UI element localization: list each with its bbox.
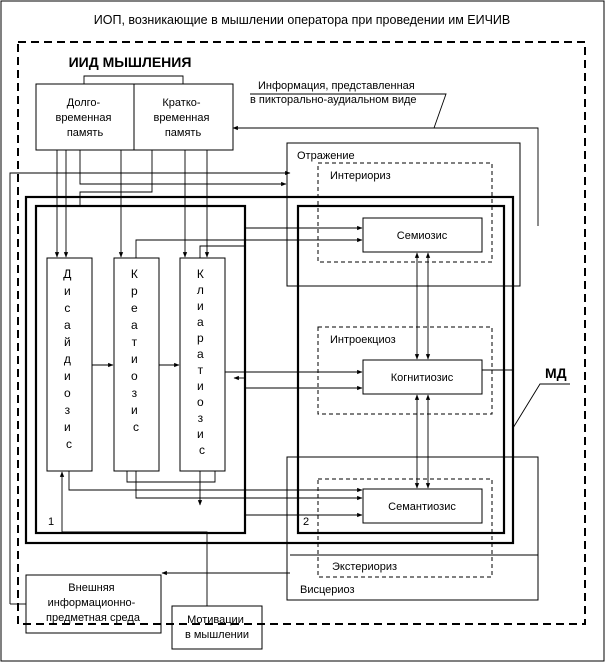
info-underline: [250, 93, 447, 129]
semantiosis-label: Семантиозис: [388, 501, 456, 513]
external-env-label: Внешняя информационно- предметная среда: [46, 582, 141, 624]
kliaratiosis-label: К л и а р а т и о з и с: [197, 267, 207, 457]
kliaratiosis-column: [179, 257, 226, 472]
kreatiosis-column: [113, 257, 160, 472]
ltm-to-reflection: [79, 150, 287, 187]
iid-title: ИИД МЫШЛЕНИЯ: [69, 54, 192, 70]
env-to-reflection: [9, 170, 291, 604]
col1-to-semantiosis: [68, 471, 363, 493]
block-1: [34, 204, 247, 535]
col2-to-semiosis: [135, 237, 363, 258]
col3-top-link: [199, 245, 245, 258]
exterioriz-label: Экстериориз: [332, 561, 397, 573]
motivation-box: [171, 605, 263, 650]
interioriz-region: [317, 162, 493, 263]
block-1-number: 1: [48, 516, 54, 528]
block-2: [296, 204, 506, 535]
col2-to-semantiosis: [135, 471, 363, 501]
reflection-box: [286, 142, 521, 287]
introekcioz-region: [317, 326, 493, 415]
visceriosis-box: [286, 456, 539, 601]
col-bottom-link: [126, 471, 216, 483]
visceriosis-label: Висцериоз: [300, 584, 355, 596]
dysaidiosis-column: [46, 257, 93, 472]
short-term-memory-label: Кратко- временная память: [153, 97, 212, 139]
stm-branch: [79, 150, 153, 205]
semantiosis-box: [362, 488, 483, 524]
interioriz-label: Интериориз: [330, 170, 391, 182]
motivation-label: Мотивации в мышлении: [185, 614, 249, 641]
exterioriz-region: [317, 478, 493, 578]
introekcioz-label: Интроекциоз: [330, 334, 396, 346]
info-label: Информация, представленная в пиктоpально…: [250, 80, 418, 106]
cognitiosis-label: Когнитиозис: [391, 372, 454, 384]
md-label: МД: [545, 365, 567, 381]
md-region: [24, 195, 515, 545]
short-term-memory-box: [133, 83, 234, 151]
visceriosis-return: [290, 457, 539, 556]
diagram-title: ИОП, возникающие в мышлении оператора пр…: [94, 13, 511, 27]
md-pointer: [512, 383, 570, 429]
kreatiosis-label: К р е а т и о з и с: [131, 267, 141, 434]
cognitiosis-box: [362, 359, 483, 395]
motivation-to-col1: [59, 471, 208, 606]
info-arrow: [232, 125, 539, 226]
dysaidiosis-label: Д и с а й д и о з и с: [63, 267, 74, 451]
long-term-memory-label: Долго- временная память: [55, 97, 114, 139]
semiosis-box: [362, 217, 483, 253]
iop-boundary: [17, 41, 586, 625]
semiosis-label: Семиозис: [397, 230, 448, 242]
block-2-number: 2: [303, 516, 309, 528]
iid-bracket: [83, 75, 184, 84]
reflection-label: Отражение: [297, 150, 355, 162]
